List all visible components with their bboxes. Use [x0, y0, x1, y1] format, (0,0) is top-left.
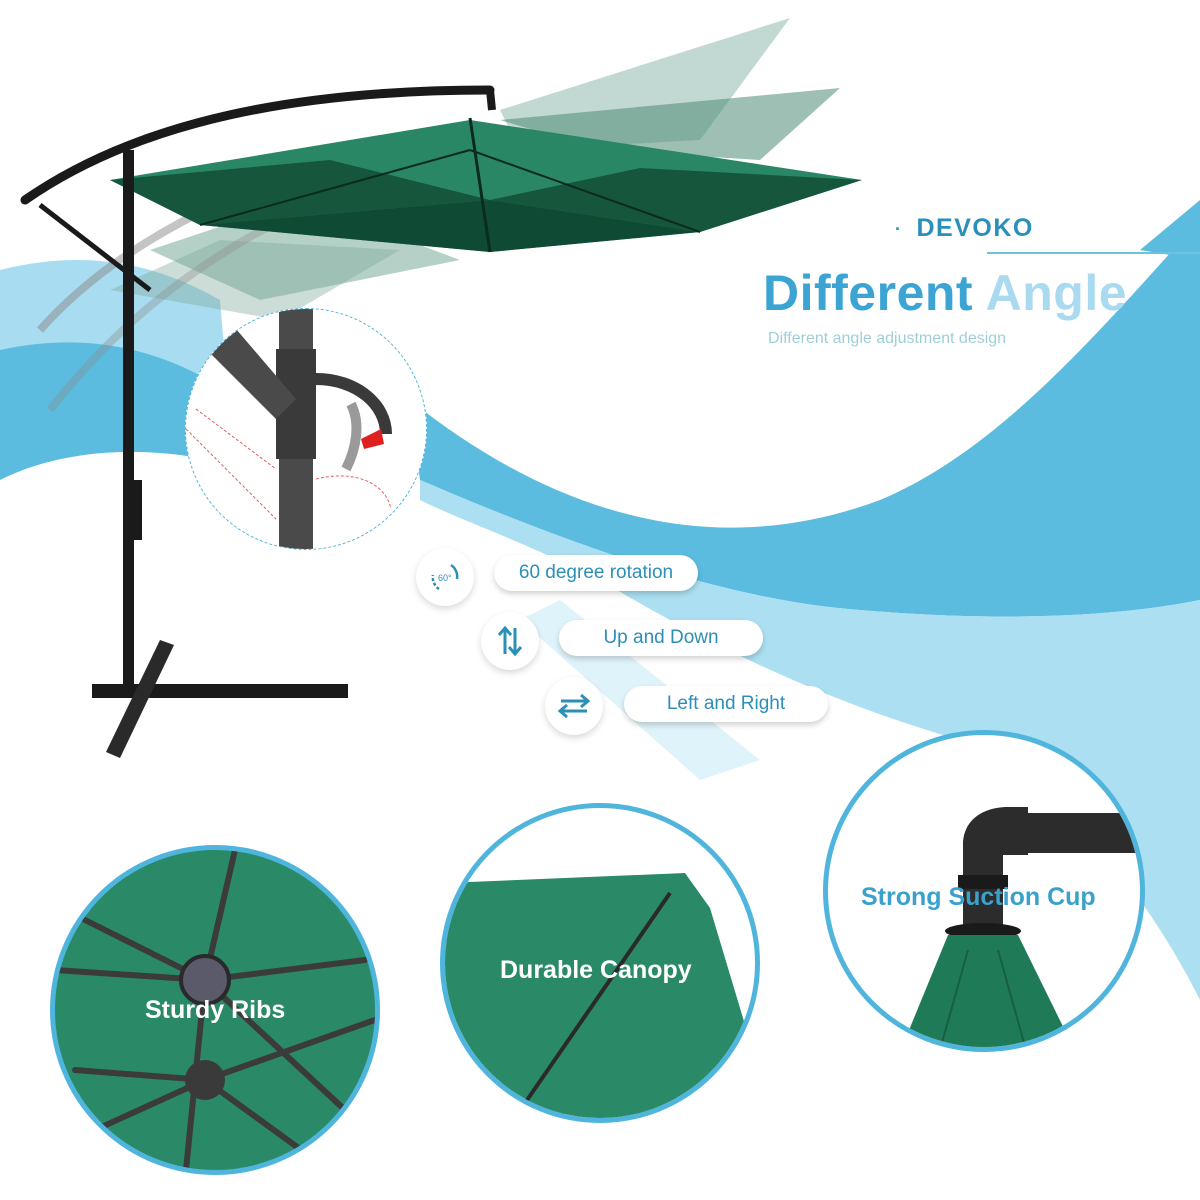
rotate-60-icon: 60° [416, 548, 474, 606]
feature-pill-rotation: 60 degree rotation [494, 555, 698, 591]
svg-text:60°: 60° [438, 573, 452, 583]
up-down-arrows-icon [481, 612, 539, 670]
strong-suction-cup-label: Strong Suction Cup [861, 883, 1096, 911]
left-right-arrows-icon [545, 677, 603, 735]
brand-text: DEVOKO [916, 214, 1034, 242]
brand-divider [987, 252, 1200, 254]
subheadline: Different angle adjustment design [768, 330, 1007, 347]
cantilever-umbrella-illustration [20, 18, 862, 758]
sturdy-ribs-label: Sturdy Ribs [145, 996, 286, 1024]
ribs-illustration [55, 850, 375, 1170]
feature-pill-up-down: Up and Down [559, 620, 763, 656]
suction-cup-joint-illustration [902, 807, 1140, 1047]
headline-word-2: Angle [985, 265, 1128, 321]
headline-word-1: Different [763, 265, 974, 321]
durable-canopy-detail: Durable Canopy [440, 803, 760, 1123]
canopy-fabric-illustration [445, 873, 755, 1118]
brand-bullet: · [895, 218, 903, 239]
brand-name: · DEVOKO [895, 214, 1034, 243]
headline: Different Angle [763, 264, 1127, 322]
durable-canopy-label: Durable Canopy [500, 956, 692, 984]
hinge-detail-circle [185, 308, 427, 550]
sturdy-ribs-detail: Sturdy Ribs [50, 845, 380, 1175]
hinge-crank-illustration [186, 309, 392, 549]
strong-suction-cup-detail: Strong Suction Cup [823, 730, 1145, 1052]
feature-pill-left-right: Left and Right [624, 686, 828, 722]
